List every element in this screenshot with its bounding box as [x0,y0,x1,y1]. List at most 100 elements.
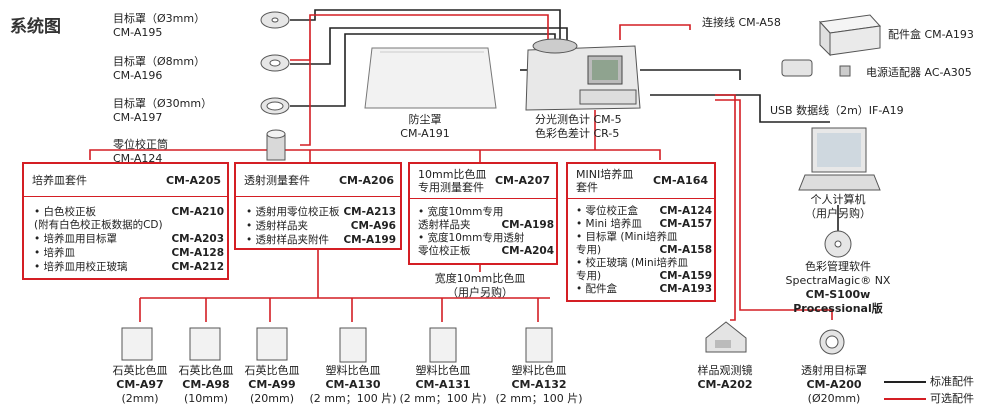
cuvette-a98-icon [189,327,221,361]
petri-item-3: • 培养皿 [34,247,76,259]
line-cable [619,24,691,40]
petri-kit-name: 培养皿套件 [32,174,87,187]
cell-4-size: (2 mm；100 片) [399,392,487,405]
target-8mm-code: CM-A196 [113,69,163,82]
trans-item-2: • 透射样品夹附件 [246,234,330,246]
software-line3: CM-S100w [805,288,871,301]
trans-item-1-code: CM-A96 [350,220,396,232]
mini-item-1-code: CM-A157 [659,218,712,230]
target-cap-30mm-icon [260,97,290,115]
trans-item-0: • 透射用零位校正板 [246,206,340,218]
power-adapter-icon [781,59,851,77]
mini-item-0: • 零位校正盒 [576,205,639,217]
cable-label: 连接线 CM-A58 [702,16,781,29]
cuvette-a132-icon [525,327,553,363]
mini-item-5: 专用) [576,270,602,282]
petri-item-2-code: CM-A203 [171,233,224,245]
personal-computer-icon [798,127,881,191]
trans-target-size: (Ø20mm) [807,392,861,405]
zero-tube-name: 零位校正筒 [113,138,168,151]
legend-standard-line [884,381,926,383]
line-usb [650,94,830,123]
petri-item-2: • 培养皿用目标罩 [34,233,118,245]
sample-viewer-name: 样品观测镜 [697,364,753,377]
mini-item-5-code: CM-A159 [659,270,712,282]
cell-5-size: (2 mm；100 片) [495,392,583,405]
pc-line2: （用户另购） [805,207,871,220]
cell10-kit-code: CM-A207 [494,174,550,187]
main-unit-line1: 分光测色计 CM-5 [535,113,622,126]
cell-3-name: 塑料比色皿 [325,364,381,377]
trans-target-name: 透射用目标罩 [801,364,867,377]
dust-cover-name: 防尘罩 [408,113,442,126]
mini-item-6: • 配件盒 [576,283,618,295]
mini-kit-name1: MINI培养皿 [576,168,634,181]
cell-2-code: CM-A99 [248,378,296,391]
cell-note-line2: （用户另购） [447,286,513,299]
cell10-item-0: • 宽度10mm专用 [418,206,504,218]
sample-viewer-icon [705,321,747,353]
petri-kit-code: CM-A205 [165,174,221,187]
cell-2-name: 石英比色皿 [244,364,300,377]
cell-5-code: CM-A132 [511,378,567,391]
cell-4-name: 塑料比色皿 [415,364,471,377]
mini-item-4: • 校正玻璃 (Mini培养皿 [576,257,689,269]
target-cap-3mm-icon [260,11,290,29]
cell10-item-1: 透射样品夹 [418,219,471,231]
petri-item-0-code: CM-A210 [171,206,224,218]
mini-item-2: • 目标罩 (Mini培养皿 [576,231,678,243]
mini-item-3: 专用) [576,244,602,256]
software-line4: Processional版 [793,302,883,315]
trans-target-code: CM-A200 [806,378,862,391]
cell10-kit-name2: 专用测量套件 [418,181,484,194]
cell-1-size: (10mm) [183,392,228,405]
main-unit-icon [525,38,641,111]
accessory-case-label: 配件盒 CM-A193 [888,28,974,41]
legend-optional-label: 可选配件 [930,392,974,405]
line-adapter [640,69,741,80]
sample-viewer-code: CM-A202 [697,378,753,391]
mini-item-0-code: CM-A124 [659,205,712,217]
cuvette-a99-icon [256,327,288,361]
target-30mm-name: 目标罩（Ø30mm） [113,97,213,110]
trans-item-0-code: CM-A213 [343,206,396,218]
zero-tube-icon [266,129,286,161]
accessory-case-icon [818,14,882,57]
cell-1-name: 石英比色皿 [178,364,234,377]
line-sample-viewer [715,94,736,321]
software-line1: 色彩管理软件 [805,260,871,273]
cuvette-a130-icon [339,327,367,363]
line-trans-target [715,99,833,320]
target-3mm-code: CM-A195 [113,26,163,39]
cell-note-line1: 宽度10mm比色皿 [434,272,526,285]
cell-3-size: (2 mm；100 片) [309,392,397,405]
mini-item-1: • Mini 培养皿 [576,218,642,230]
cell10-kit-name1: 10mm比色皿 [418,168,487,181]
line-zero-tube [300,40,311,146]
cell-0-code: CM-A97 [116,378,164,391]
main-unit-line2: 色彩色差计 CR-5 [535,127,620,140]
cell-3-code: CM-A130 [325,378,381,391]
legend-optional-line [884,398,926,400]
target-30mm-code: CM-A197 [113,111,163,124]
trans-kit-name: 透射测量套件 [244,174,310,187]
petri-item-1: (附有白色校正板数据的CD) [34,219,163,231]
trans-item-1: • 透射样品夹 [246,220,309,232]
software-line2: SpectraMagic® NX [785,274,891,287]
petri-item-3-code: CM-A128 [171,247,224,259]
line-target-8mm-opt [290,14,549,61]
mini-item-6-code: CM-A193 [659,283,712,295]
cell-2-size: (20mm) [249,392,294,405]
line-target-3mm [290,9,561,40]
cell-5-name: 塑料比色皿 [511,364,567,377]
line-target-30mm [290,33,556,107]
line-kits-bus [89,149,661,160]
trans-item-2-code: CM-A199 [343,234,396,246]
adapter-label: 电源适配器 AC-A305 [866,66,972,79]
petri-item-4-code: CM-A212 [171,261,224,273]
